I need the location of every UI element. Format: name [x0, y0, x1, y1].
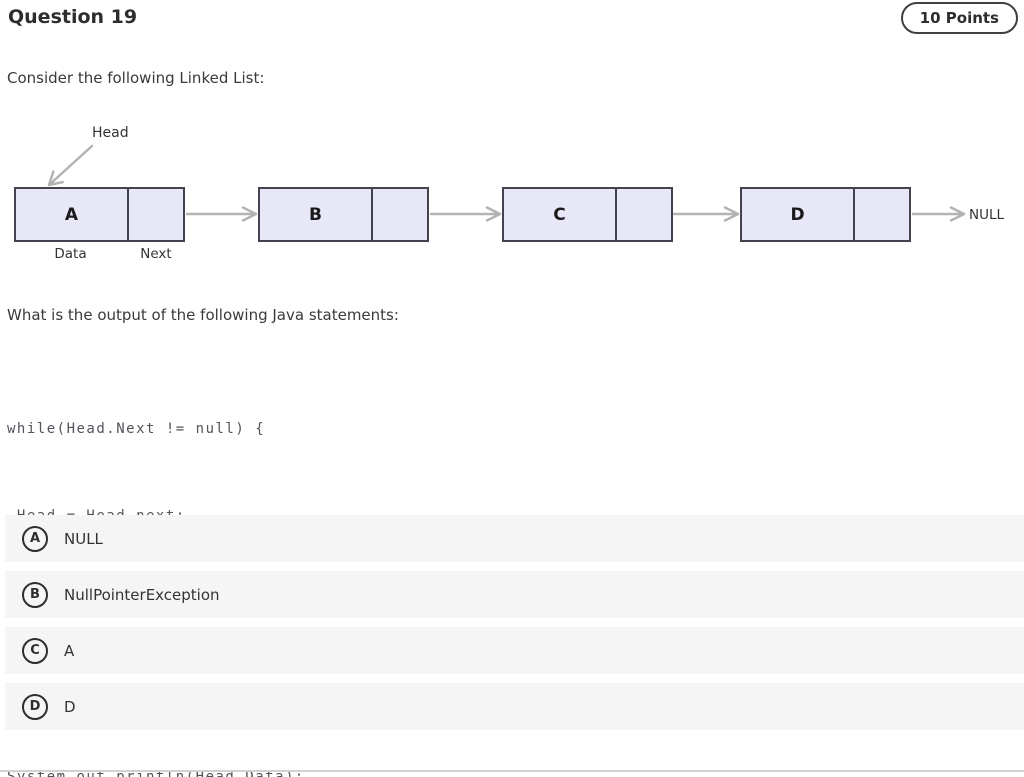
- answer-option-a[interactable]: A NULL: [5, 515, 1024, 562]
- node-next-cell: [617, 189, 671, 240]
- answer-options: A NULL B NullPointerException C A D D: [5, 515, 1024, 730]
- option-letter-badge: C: [22, 637, 48, 664]
- option-letter-badge: B: [22, 581, 48, 608]
- node-data-cell: D: [742, 189, 855, 240]
- node-next-cell: [373, 189, 427, 240]
- option-letter-badge: D: [22, 693, 48, 720]
- node-data-cell: B: [260, 189, 373, 240]
- next-pointer-arrow-icon: [186, 206, 258, 222]
- answer-option-b[interactable]: B NullPointerException: [5, 571, 1024, 618]
- data-cell-caption: Data: [54, 246, 87, 262]
- null-pointer-arrow-icon: [912, 206, 966, 222]
- list-node: C: [502, 187, 673, 242]
- node-next-cell: [129, 189, 183, 240]
- option-label: D: [64, 697, 76, 716]
- node-next-cell: [855, 189, 909, 240]
- answer-option-d[interactable]: D D: [5, 683, 1024, 730]
- next-pointer-arrow-icon: [673, 206, 740, 222]
- list-node: A: [14, 187, 185, 242]
- next-cell-caption: Next: [140, 246, 172, 262]
- intro-text: Consider the following Linked List:: [7, 69, 265, 87]
- null-terminator-label: NULL: [969, 207, 1005, 223]
- option-label: NULL: [64, 529, 103, 548]
- points-badge: 10 Points: [900, 2, 1018, 34]
- question-title: Question 19: [8, 6, 138, 28]
- option-label: A: [64, 641, 75, 660]
- next-pointer-arrow-icon: [430, 206, 502, 222]
- head-pointer-label: Head: [92, 125, 129, 141]
- question-text: What is the output of the following Java…: [7, 306, 399, 324]
- node-data-cell: C: [504, 189, 617, 240]
- list-node: B: [258, 187, 429, 242]
- option-label: NullPointerException: [64, 585, 220, 604]
- bottom-divider: [0, 770, 1024, 772]
- option-letter-badge: A: [22, 525, 48, 552]
- code-line: System.out.println(Head.Data);: [7, 769, 305, 777]
- head-arrow-icon: [47, 144, 94, 187]
- node-data-cell: A: [16, 189, 129, 240]
- list-node: D: [740, 187, 911, 242]
- answer-option-c[interactable]: C A: [5, 627, 1024, 674]
- code-line: while(Head.Next != null) {: [7, 421, 266, 437]
- linked-list-diagram: Head A B C D Da: [0, 120, 1024, 285]
